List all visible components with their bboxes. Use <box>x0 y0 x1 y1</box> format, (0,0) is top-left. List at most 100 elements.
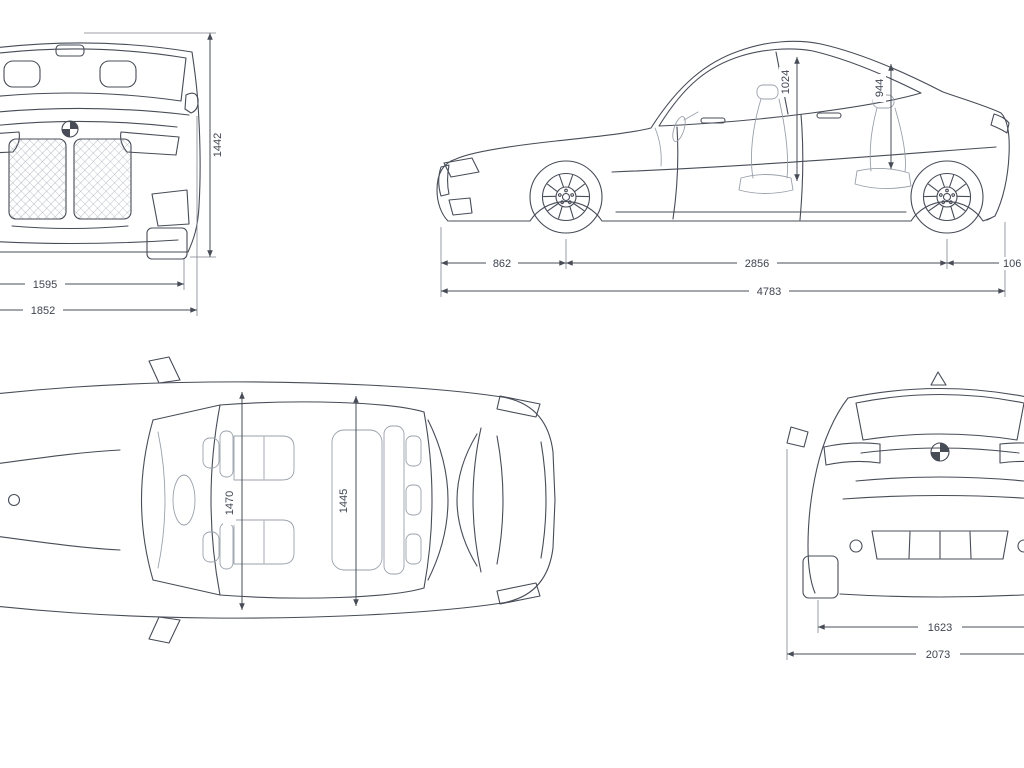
side-windows <box>658 48 922 127</box>
trunk-line-lower <box>855 476 1024 482</box>
hood-roundel-icon <box>7 493 21 507</box>
dim-label-bg <box>337 479 350 523</box>
side-body-bottom <box>448 200 992 222</box>
dim-label-front-headroom: 1024 <box>780 70 792 94</box>
bumper-crease <box>11 225 129 230</box>
side-interior <box>654 84 912 194</box>
dim-label-overall-length: 4783 <box>757 286 781 298</box>
rear-roof <box>847 387 1024 399</box>
passenger-cushion <box>233 519 295 565</box>
rear-roundel-quarters <box>931 443 949 461</box>
dim-label-bg <box>223 481 236 525</box>
side-kidney-grille <box>438 164 450 197</box>
rear-seat-cushion <box>854 168 912 189</box>
dim-label-bg <box>749 285 789 298</box>
dim-label-bg <box>873 74 886 102</box>
mirror-top <box>148 356 181 384</box>
rear-window-front-edge <box>423 411 433 589</box>
side-car-drawing <box>436 40 1010 233</box>
front-seatback-front <box>751 98 762 179</box>
steering-wheel <box>672 116 686 142</box>
exhaust-right <box>1017 539 1024 553</box>
dim-label-bg <box>779 67 792 97</box>
bumper-intake-right <box>151 189 190 227</box>
chin-spoiler-line <box>0 239 179 245</box>
diffuser-fin-1 <box>908 531 911 559</box>
rear-view: 1623 2073 <box>786 371 1024 661</box>
dim-label-front-height: 1442 <box>212 133 224 157</box>
rear-door-handle <box>816 112 842 119</box>
rear-taillight-right <box>999 442 1024 464</box>
rear-bumper-line <box>842 494 1024 500</box>
front-car-drawing <box>0 42 201 260</box>
dim-label-bg <box>25 278 65 291</box>
front-right-mirror <box>184 92 199 114</box>
dim-label-track-width: 1595 <box>33 279 57 291</box>
kidney-grille-right <box>73 138 132 220</box>
rear-diffuser <box>871 530 1009 560</box>
mirror-bottom <box>148 616 181 644</box>
side-body-outline <box>436 40 1010 222</box>
rear-car-drawing <box>786 371 1024 599</box>
a-pillar-top <box>152 404 221 421</box>
roof-rail-bottom <box>219 587 425 599</box>
passenger-headrest <box>202 531 220 563</box>
dim-label-bg <box>23 304 63 317</box>
hood-line-top <box>0 449 121 464</box>
steering-column <box>683 111 699 121</box>
taillight-top <box>496 395 541 418</box>
side-headlight <box>443 157 480 178</box>
side-view: 1024 944 862 2856 106 4783 <box>436 40 1024 298</box>
hood-line-lower <box>0 120 178 128</box>
hood-line-upper <box>0 107 190 116</box>
front-dimensions: 1442 1595 1852 <box>0 32 224 317</box>
dim-label-width-mirrors: 2073 <box>926 649 950 661</box>
front-right-headrest <box>99 60 137 88</box>
taillight-bottom <box>496 582 541 605</box>
front-windshield <box>0 48 187 102</box>
windshield-rear-edge <box>210 404 221 596</box>
side-bumper-vent <box>448 197 473 216</box>
top-body-outline <box>0 381 556 619</box>
top-interior <box>157 425 422 575</box>
dim-label-overall-width: 1852 <box>31 305 55 317</box>
front-seat-headrest <box>756 84 779 100</box>
side-taillight <box>990 113 1010 134</box>
front-seatback-rear <box>778 98 789 179</box>
driver-headrest <box>202 437 220 469</box>
rear-left-tire <box>802 555 839 599</box>
dim-label-bg <box>918 621 962 634</box>
top-view: 1470 1445 <box>0 356 556 644</box>
dim-label-bg <box>999 257 1024 270</box>
rear-taillight-left <box>823 442 881 466</box>
front-door-handle <box>700 117 726 124</box>
antenna-fin <box>930 371 947 386</box>
kidney-grille-left <box>8 138 67 220</box>
dim-label-front-shoulder: 1470 <box>224 491 236 515</box>
rear-mirror-left <box>786 426 809 448</box>
bmw-roundel-quarters <box>62 121 78 137</box>
front-wheel <box>530 161 602 233</box>
dim-label-rear-overhang: 106 <box>1003 258 1021 270</box>
rear-body-bottom <box>839 593 1024 598</box>
rear-window-rear-edge <box>472 427 482 573</box>
rear-headrest-3 <box>405 533 422 565</box>
front-door-line <box>672 126 679 220</box>
dim-label-bg <box>486 257 518 270</box>
rear-dimensions: 1623 2073 <box>786 449 1024 661</box>
rear-door-line <box>799 114 804 221</box>
diffuser-fin-3 <box>969 531 972 559</box>
dashboard-curve <box>157 431 166 569</box>
roof-rail-top <box>219 401 425 413</box>
rearview-mirror <box>55 44 85 57</box>
rear-window-curve-1 <box>427 419 449 581</box>
top-car-drawing <box>0 356 556 644</box>
dim-label-rear-headroom: 944 <box>874 79 886 97</box>
passenger-seatback <box>219 522 234 570</box>
front-body-outline <box>0 42 201 253</box>
spoiler-lip <box>540 441 547 559</box>
exhaust-left <box>849 539 863 553</box>
rear-body-side-left <box>807 397 849 594</box>
driver-cushion <box>233 435 295 481</box>
